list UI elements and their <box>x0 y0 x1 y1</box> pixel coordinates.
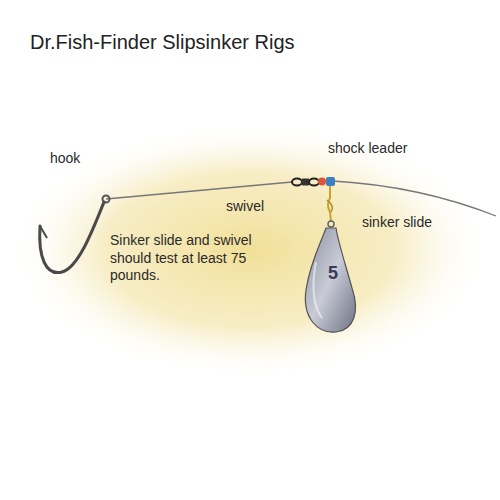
part-label: sinker slide <box>362 214 432 232</box>
note-text: Sinker slide and swivel should test at l… <box>110 232 290 285</box>
part-label: swivel <box>226 198 264 216</box>
part-label: hook <box>50 150 80 168</box>
part-label: shock leader <box>328 140 407 158</box>
diagram-title: Dr.Fish-Finder Slipsinker Rigs <box>30 30 295 55</box>
sinker-weight-number: 5 <box>318 262 348 285</box>
